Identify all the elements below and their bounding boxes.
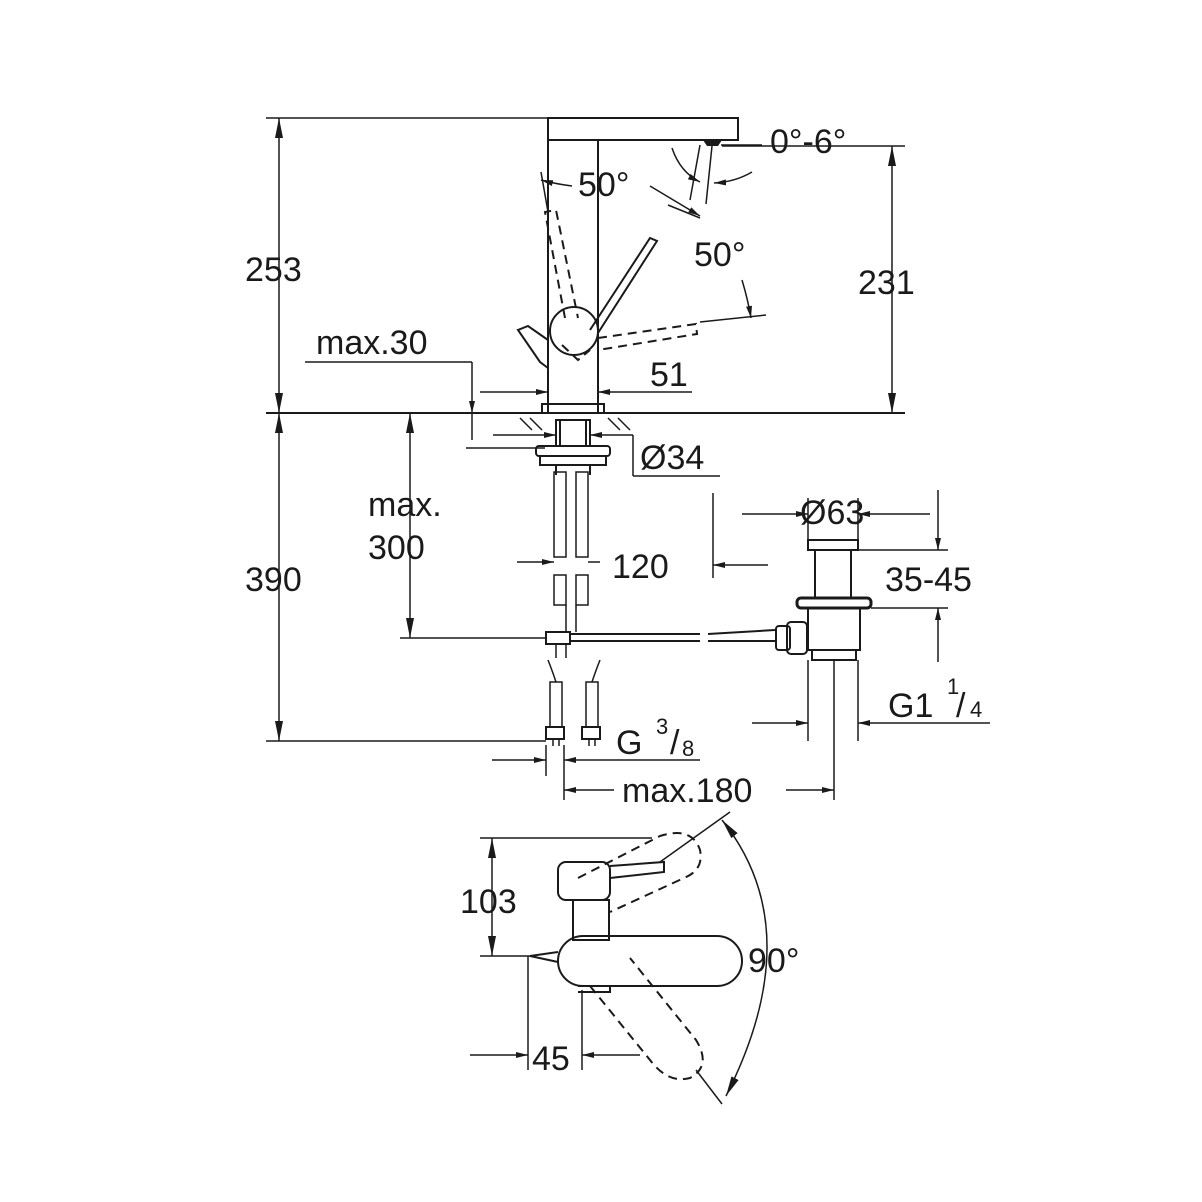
- label-g-num: 3: [656, 714, 668, 739]
- label-103: 103: [460, 883, 517, 921]
- top-view-dashed-up: [577, 832, 702, 913]
- mounting-assembly: [519, 417, 631, 475]
- label-50-deg-right: 50°: [694, 236, 745, 274]
- label-253: 253: [245, 251, 302, 289]
- label-g1-num: 1: [947, 674, 959, 699]
- label-g1-slash: /: [956, 687, 966, 725]
- label-max-30: max.30: [316, 324, 428, 362]
- top-view-dimensions: [470, 811, 768, 1105]
- label-90-deg: 90°: [748, 942, 799, 980]
- label-g-den: 8: [682, 736, 694, 761]
- top-view-lever: [557, 935, 743, 987]
- label-300: 300: [368, 529, 425, 567]
- label-390: 390: [245, 561, 302, 599]
- waste-fitting: [775, 539, 873, 661]
- dimension-labels: 253 231 0°-6° 50° 50° max.30 51 Ø34 390 …: [245, 123, 982, 1078]
- label-231: 231: [858, 264, 915, 302]
- top-view-base: [557, 861, 611, 901]
- pull-rod: [570, 629, 776, 642]
- tap-base: [541, 403, 605, 414]
- dimension-lines: [266, 117, 990, 800]
- label-g1-den: 4: [970, 697, 982, 722]
- lever-hub: [549, 306, 599, 356]
- label-diameter-34: Ø34: [640, 439, 704, 477]
- supply-hoses: [545, 471, 601, 746]
- label-max: max.: [368, 486, 442, 524]
- lever-dashed-right: [597, 322, 699, 351]
- label-35-45: 35-45: [885, 561, 972, 599]
- spout: [547, 117, 739, 141]
- label-g: G: [616, 724, 642, 762]
- label-51: 51: [650, 356, 688, 394]
- lever-dashed-hub: [561, 344, 591, 362]
- lever-dashed-left: [543, 208, 579, 319]
- label-45: 45: [532, 1040, 570, 1078]
- label-0-6-deg: 0°-6°: [770, 123, 846, 161]
- label-diameter-63: Ø63: [800, 494, 864, 532]
- label-50-deg-left: 50°: [578, 166, 629, 204]
- tap-top-view: [529, 832, 743, 1081]
- aerator: [703, 140, 722, 146]
- handle-hook: [516, 324, 549, 369]
- label-max-180: max.180: [622, 772, 752, 810]
- label-g1: G1: [888, 687, 933, 725]
- label-g-slash: /: [670, 724, 680, 762]
- label-120: 120: [612, 548, 669, 586]
- lever: [589, 236, 659, 334]
- top-view-dashed-down: [589, 957, 704, 1081]
